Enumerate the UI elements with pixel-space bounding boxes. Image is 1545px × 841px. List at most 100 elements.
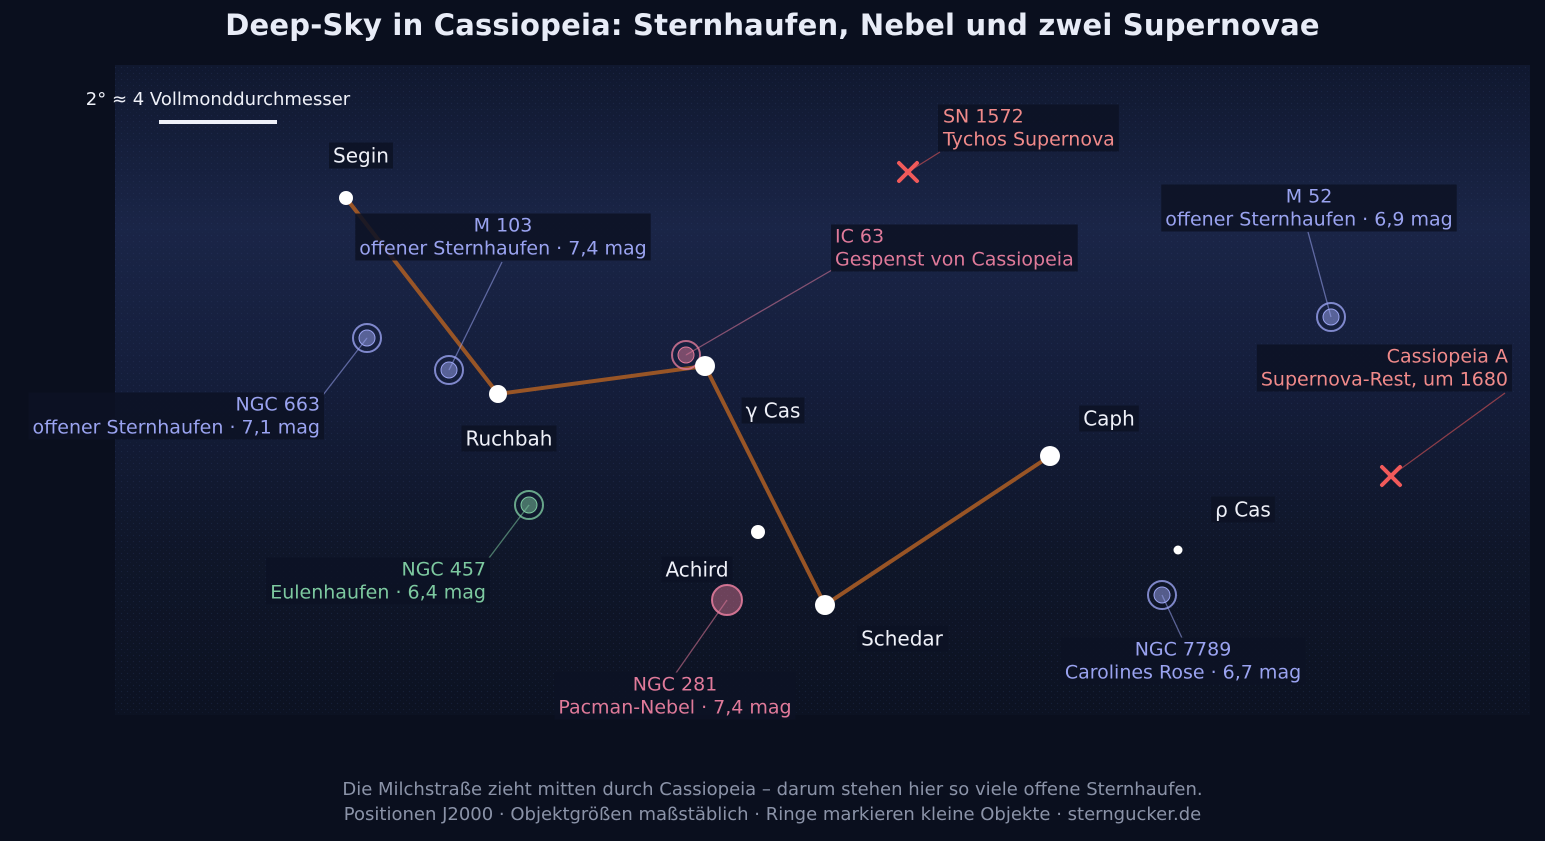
label-m103-name: M 103 <box>474 215 533 237</box>
object-core <box>1153 586 1171 604</box>
marker-sn1572 <box>897 161 919 183</box>
object-core <box>1322 308 1340 326</box>
label-sn1572-desc: Tychos Supernova <box>942 129 1115 151</box>
label-m103-desc: offener Sternhaufen · 7,4 mag <box>359 238 646 260</box>
marker-ngc7789 <box>1147 580 1177 610</box>
line-gamma-cas-schedar <box>703 364 827 607</box>
label-ngc7789-box <box>1060 637 1306 685</box>
marker-ic63 <box>671 340 701 370</box>
object-markers <box>352 161 1402 616</box>
label-sn1572-name: SN 1572 <box>943 106 1024 128</box>
leader-ngc663 <box>322 337 368 396</box>
nebula-disc <box>711 584 743 616</box>
label-ic63-box <box>831 224 1078 272</box>
leader-casa <box>1390 392 1506 477</box>
object-ring <box>1316 302 1346 332</box>
star-ruchbah <box>489 385 507 403</box>
label-ngc457-name: NGC 457 <box>401 559 486 581</box>
star-caph <box>1040 446 1060 466</box>
label-casa-box <box>1256 344 1512 392</box>
star-label-achird: Achird <box>661 556 733 583</box>
label-ngc663-name: NGC 663 <box>235 394 320 416</box>
label-m103-box <box>355 213 651 261</box>
label-ngc7789-desc: Carolines Rose · 6,7 mag <box>1065 662 1301 684</box>
star-rho-cas <box>1173 545 1183 555</box>
label-ngc663-desc: offener Sternhaufen · 7,1 mag <box>33 417 320 439</box>
star-label-box <box>1079 405 1139 432</box>
label-m52-box <box>1161 184 1457 232</box>
star-gamma-cas <box>695 356 715 376</box>
supernova-cross-b <box>897 161 919 183</box>
object-ring <box>514 490 544 520</box>
star-label-box <box>1211 496 1275 523</box>
marker-ngc663 <box>352 323 382 353</box>
scale-label: 2° ≈ 4 Vollmonddurchmesser <box>86 89 351 110</box>
star-schedar <box>815 595 835 615</box>
supernova-cross-b <box>1380 465 1402 487</box>
leader-m103 <box>448 261 503 371</box>
star-label-box <box>661 556 733 583</box>
label-sn1572-box <box>938 104 1119 152</box>
star-name: Ruchbah <box>466 427 553 451</box>
star-label-box <box>741 397 805 424</box>
star-label-caph: Caph <box>1079 405 1139 432</box>
leader-ic63 <box>685 269 833 356</box>
label-casa-name: Cassiopeia A <box>1387 346 1508 368</box>
star-name: Segin <box>333 144 389 168</box>
label-ic63-desc: Gespenst von Cassiopeia <box>835 249 1074 271</box>
star-label-box <box>329 142 393 169</box>
star-achird <box>751 525 765 539</box>
label-ngc7789-name: NGC 7789 <box>1135 639 1232 661</box>
footer-credits: Positionen J2000 · Objektgrößen maßstäbl… <box>343 804 1202 825</box>
label-ngc457-desc: Eulenhaufen · 6,4 mag <box>270 582 486 604</box>
object-core <box>358 329 376 347</box>
star-label-rho-cas: ρ Cas <box>1211 496 1275 523</box>
object-core <box>520 496 538 514</box>
star-name: ρ Cas <box>1215 498 1271 522</box>
object-core <box>677 346 695 364</box>
line-schedar-caph <box>823 454 1052 607</box>
marker-m103 <box>434 355 464 385</box>
star-name: γ Cas <box>746 399 801 423</box>
label-casa-desc: Supernova-Rest, um 1680 <box>1261 369 1508 391</box>
label-ngc281-box <box>554 672 796 720</box>
stars <box>339 191 1183 615</box>
label-ngc663-box <box>28 392 324 440</box>
object-ring <box>352 323 382 353</box>
label-ngc281-name: NGC 281 <box>633 674 718 696</box>
object-ring <box>1147 580 1177 610</box>
marker-ngc457 <box>514 490 544 520</box>
leader-lines <box>322 151 1506 674</box>
footer-note: Die Milchstraße zieht mitten durch Cassi… <box>342 779 1203 800</box>
star-label-segin: Segin <box>329 142 393 169</box>
object-ring <box>434 355 464 385</box>
star-label-box <box>461 425 557 452</box>
label-ic63-name: IC 63 <box>835 226 884 248</box>
label-m52-name: M 52 <box>1286 186 1333 208</box>
star-label-box <box>857 625 948 652</box>
line-ruchbah-gamma-cas <box>496 364 707 396</box>
label-m52-desc: offener Sternhaufen · 6,9 mag <box>1165 209 1452 231</box>
label-ngc457-box <box>266 557 490 605</box>
marker-ngc281 <box>711 584 743 616</box>
marker-m52 <box>1316 302 1346 332</box>
star-label-schedar: Schedar <box>857 625 948 652</box>
chart-title: Deep-Sky in Cassiopeia: Sternhaufen, Neb… <box>225 8 1320 42</box>
label-ngc281-desc: Pacman-Nebel · 7,4 mag <box>558 697 791 719</box>
leader-ngc457 <box>488 504 530 559</box>
star-name: Caph <box>1083 407 1135 431</box>
star-label-gamma-cas: γ Cas <box>741 397 805 424</box>
star-label-ruchbah: Ruchbah <box>461 425 557 452</box>
scale-bar: 2° ≈ 4 Vollmonddurchmesser <box>86 89 351 124</box>
